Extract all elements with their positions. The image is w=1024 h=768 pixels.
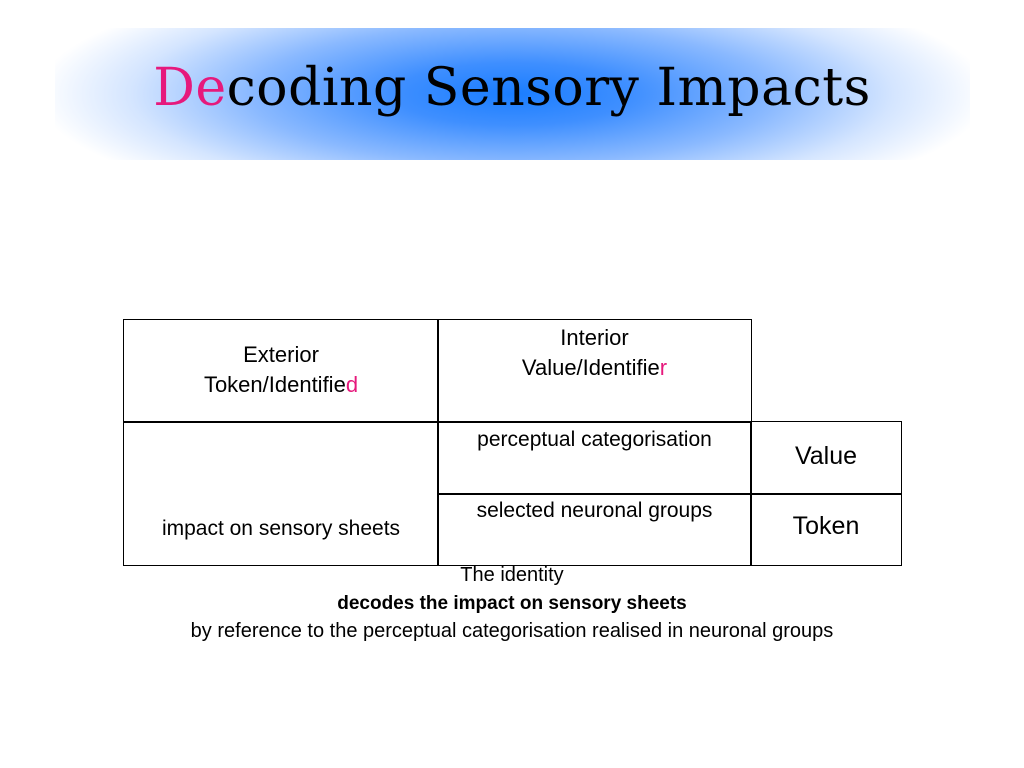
caption-line-2: decodes the impact on sensory sheets bbox=[337, 593, 687, 614]
header-interior-line2: Value/Identifier bbox=[438, 353, 751, 383]
caption-line-3: by reference to the perceptual categoris… bbox=[190, 620, 834, 642]
header-exterior: Exterior Token/Identified bbox=[123, 319, 439, 423]
header-interior-line2-accent: r bbox=[659, 355, 668, 380]
header-exterior-line1: Exterior bbox=[243, 342, 319, 367]
header-interior: Interior Value/Identifier bbox=[437, 319, 752, 423]
page-title: Decoding Sensory Impacts bbox=[0, 58, 1024, 118]
label-cell-token: Token bbox=[750, 493, 902, 566]
interior-cell-selected: selected neuronal groups bbox=[437, 493, 752, 566]
title-rest: coding Sensory Impacts bbox=[226, 58, 871, 118]
header-exterior-line2: Token/Identified bbox=[124, 370, 438, 400]
impact-cell: impact on sensory sheets bbox=[123, 421, 439, 566]
interior-cell-perceptual: perceptual categorisation bbox=[437, 421, 752, 495]
header-interior-line1: Interior bbox=[560, 325, 629, 350]
header-interior-line2-main: Value/Identifie bbox=[521, 355, 660, 380]
caption-line-1: The identity bbox=[460, 564, 564, 586]
header-exterior-line2-accent: d bbox=[345, 372, 359, 397]
title-accent: De bbox=[153, 58, 227, 118]
title-band bbox=[55, 28, 970, 160]
header-exterior-line2-main: Token/Identifie bbox=[203, 372, 346, 397]
label-cell-value: Value bbox=[750, 421, 902, 495]
impact-cell-text: impact on sensory sheets bbox=[161, 517, 401, 540]
